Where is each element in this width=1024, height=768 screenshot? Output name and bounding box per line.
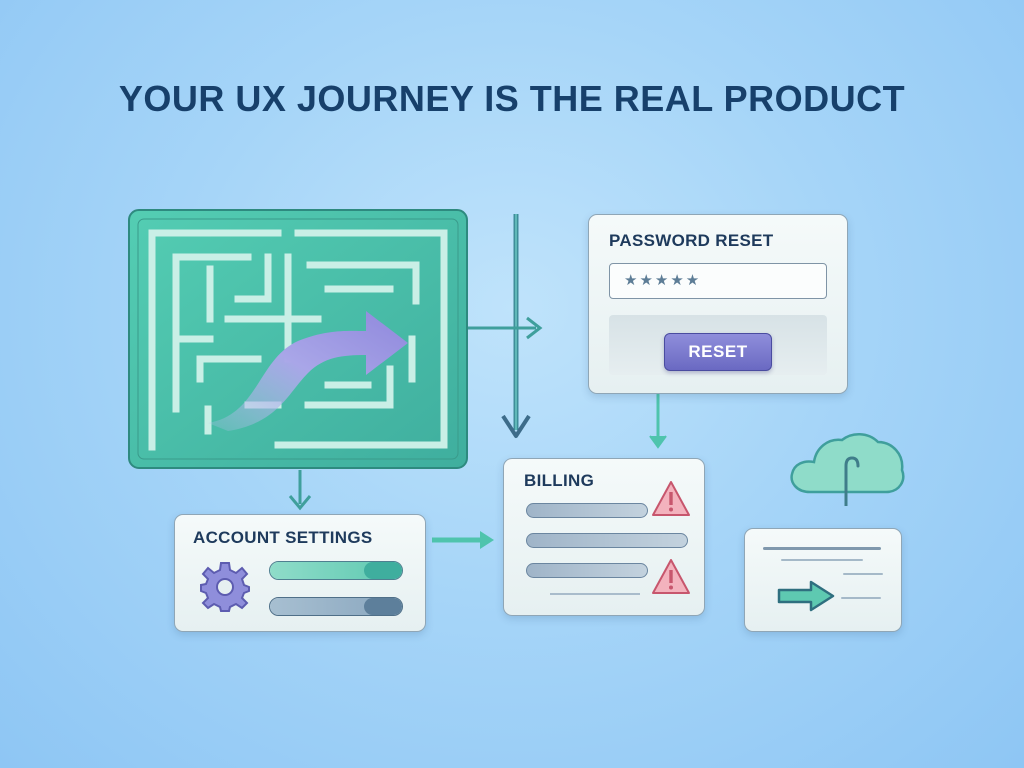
down-arrow-main: [501, 214, 531, 438]
password-field[interactable]: ★★★★★: [609, 263, 827, 299]
right-arrow-icon[interactable]: [775, 579, 837, 613]
account-settings-title: ACCOUNT SETTINGS: [193, 528, 373, 547]
card-line-3: [843, 573, 883, 575]
billing-line-4: [550, 593, 640, 595]
setting-toggle-2[interactable]: [269, 597, 403, 616]
curved-arrow-icon: [208, 311, 408, 431]
account-settings-card: ACCOUNT SETTINGS: [174, 514, 426, 632]
right-arrow-to-billing: [432, 531, 494, 549]
card-line-4: [841, 597, 881, 599]
maze-icon: [128, 209, 468, 469]
right-arrow-from-maze: [455, 316, 543, 340]
gear-icon: [200, 562, 250, 612]
password-reset-card: PASSWORD RESET ★★★★★ RESET: [588, 214, 848, 394]
password-reset-title: PASSWORD RESET: [609, 231, 774, 250]
warning-icon: [652, 559, 690, 594]
warning-icon: [652, 481, 690, 516]
billing-card: BILLING: [503, 458, 705, 616]
down-arrow-to-account: [288, 470, 312, 511]
reset-button[interactable]: RESET: [664, 333, 772, 371]
card-line-1: [763, 547, 881, 550]
down-arrow-to-billing: [649, 394, 667, 449]
cloud-upload-icon: [790, 433, 905, 494]
billing-line-2: [526, 533, 688, 548]
maze-illustration: [128, 209, 468, 469]
setting-toggle-1[interactable]: [269, 561, 403, 580]
billing-line-3: [526, 563, 648, 578]
billing-line-1: [526, 503, 648, 518]
next-step-card: [744, 528, 902, 632]
billing-title: BILLING: [524, 471, 595, 490]
page-title: YOUR UX JOURNEY IS THE REAL PRODUCT: [118, 78, 906, 119]
card-line-2: [781, 559, 863, 561]
